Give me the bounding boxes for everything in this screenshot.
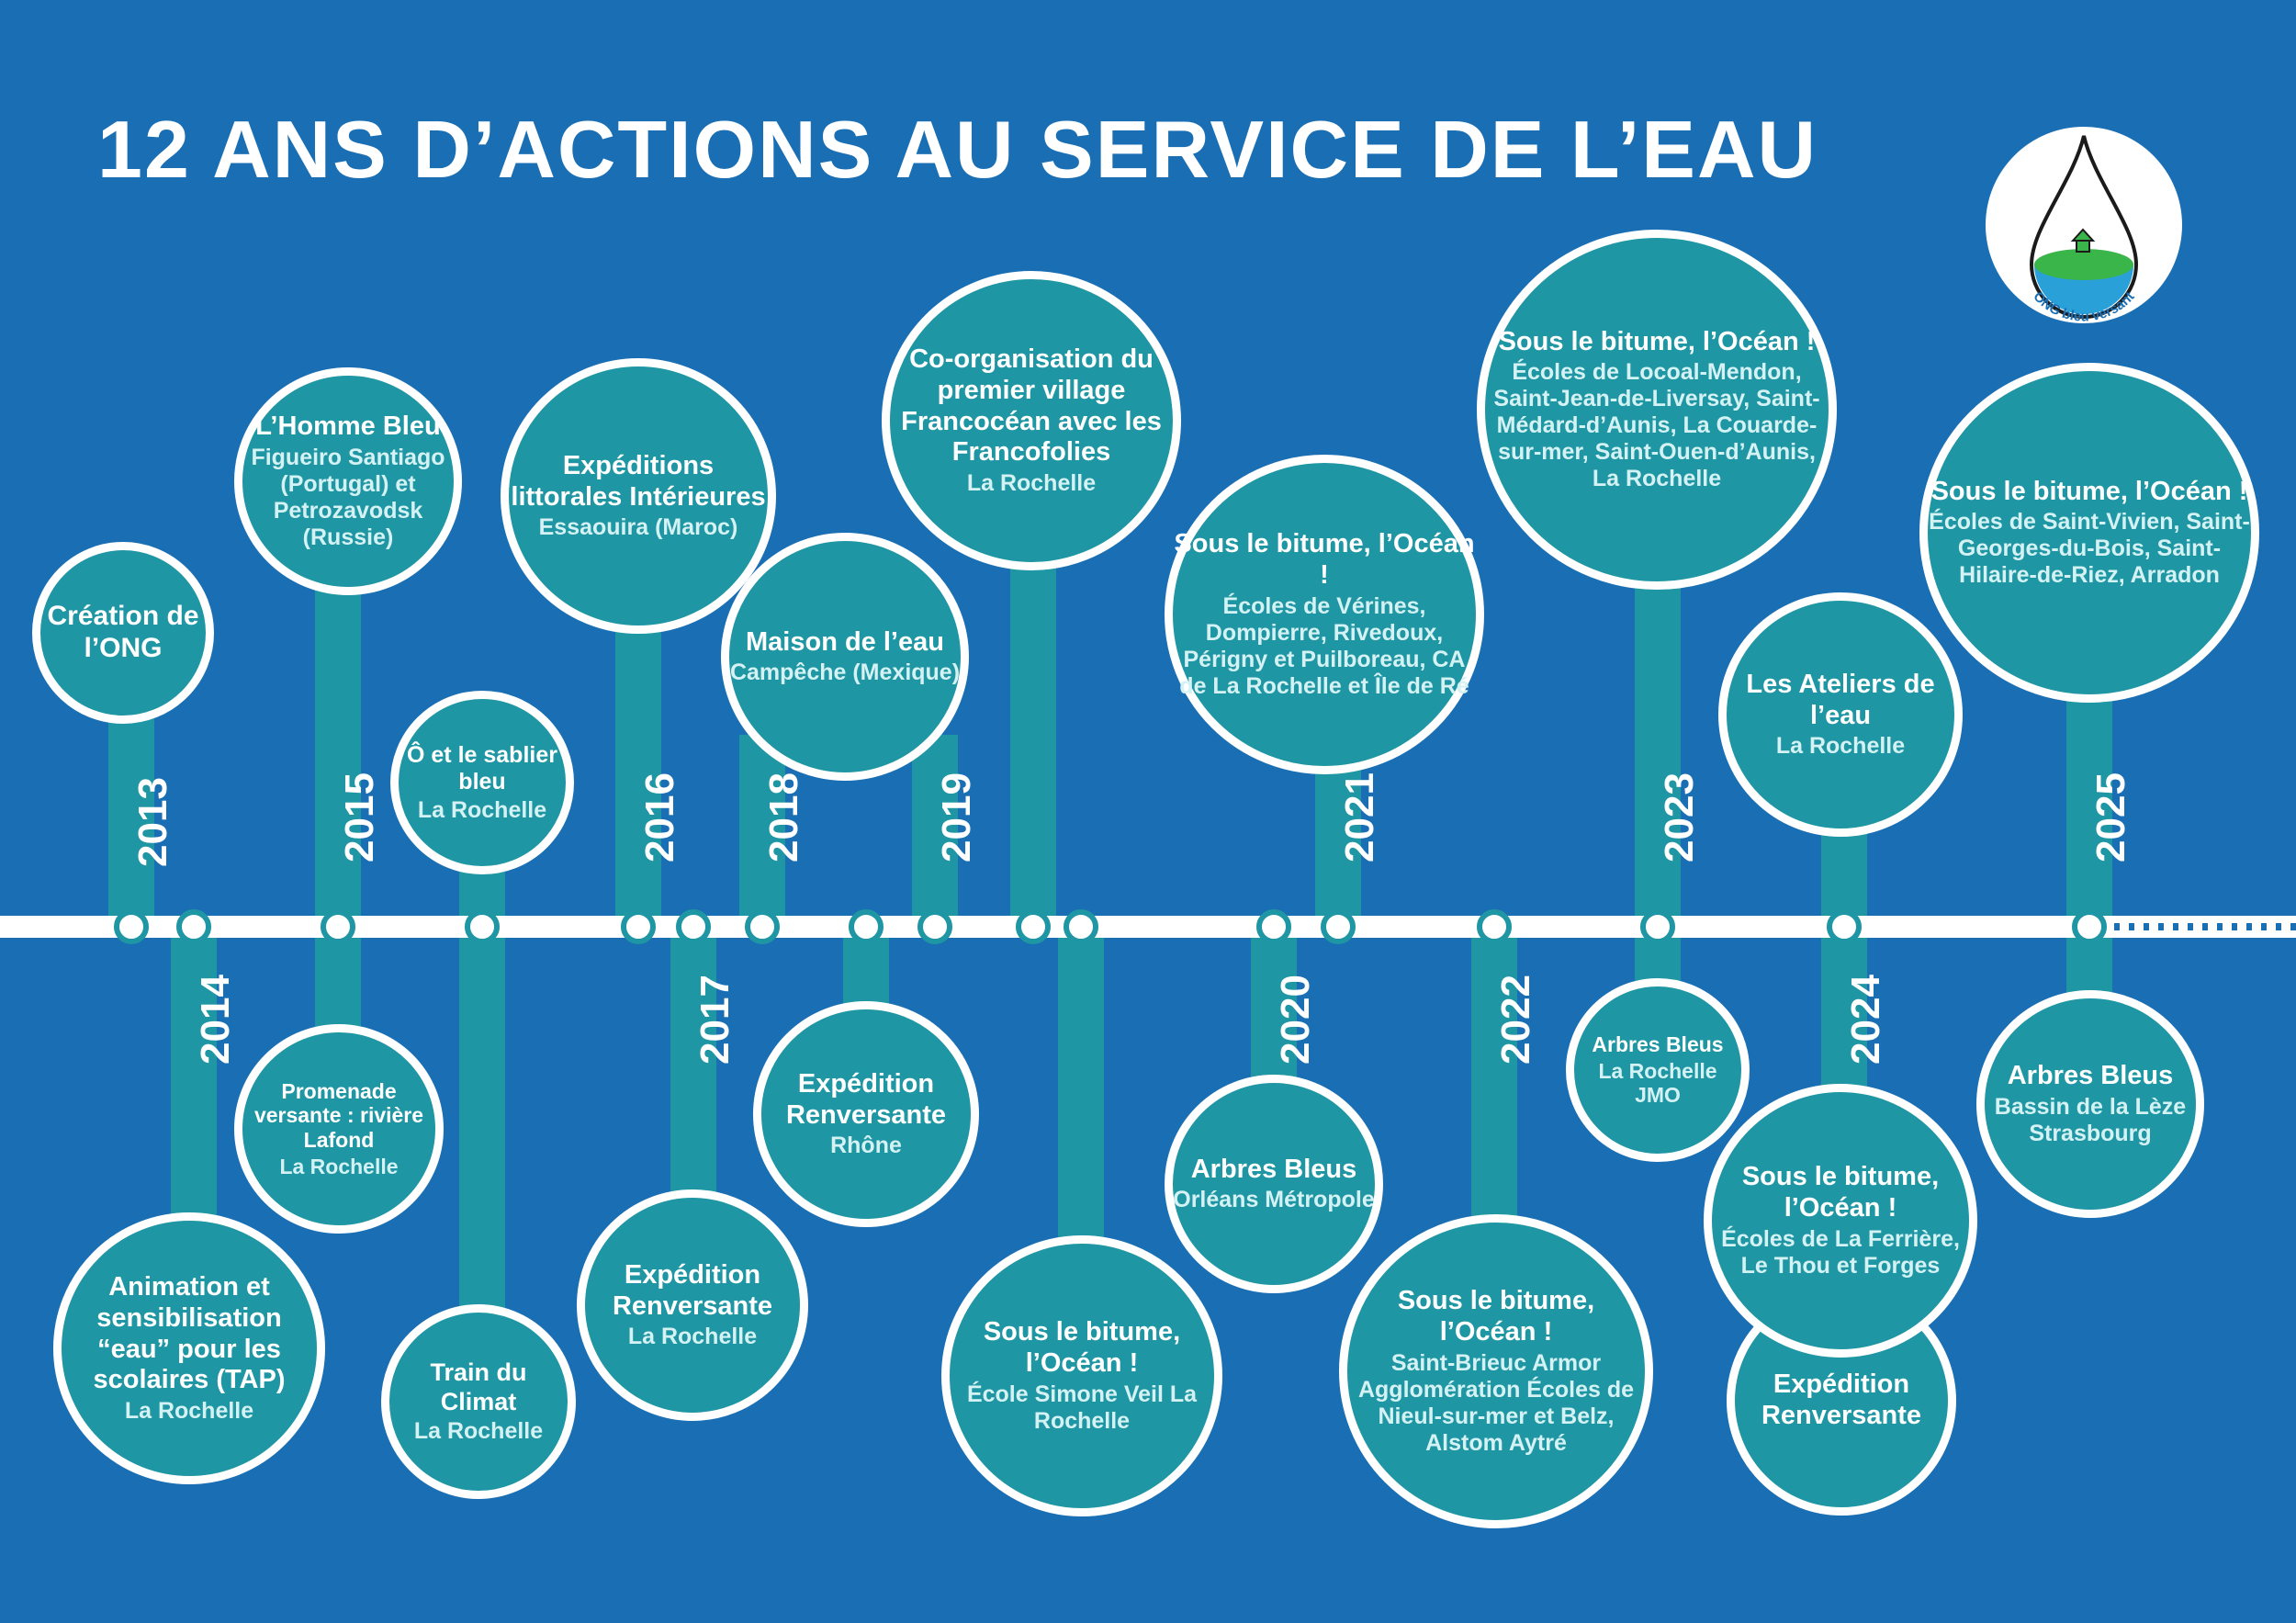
year-label-2021: 2021 bbox=[1336, 772, 1382, 862]
timeline-node bbox=[1016, 909, 1051, 944]
event-2017-expedition-renversante: Expédition Renversante La Rochelle bbox=[577, 1189, 808, 1421]
event-2016-expeditions-littorales: Expéditions littorales Intérieures Essao… bbox=[501, 358, 776, 634]
timeline-node bbox=[465, 909, 500, 944]
event-2013-creation-ong: Création de l’ONG bbox=[32, 542, 214, 724]
year-label-2023: 2023 bbox=[1656, 772, 1702, 862]
stem-2015-top bbox=[315, 588, 361, 928]
timeline-node bbox=[849, 909, 884, 944]
stem-2019-left bbox=[912, 735, 958, 928]
timeline-node bbox=[1477, 909, 1512, 944]
event-2015-train-climat: Train du Climat La Rochelle bbox=[381, 1304, 576, 1499]
event-2015-sablier-bleu: Ô et le sablier bleu La Rochelle bbox=[390, 691, 574, 874]
stem-2014 bbox=[171, 928, 217, 1231]
event-2018-maison-eau: Maison de l’eau Campêche (Mexique) bbox=[721, 533, 969, 781]
event-2015-homme-bleu: L’Homme Bleu Figueiro Santiago (Portugal… bbox=[234, 367, 462, 595]
year-label-2022: 2022 bbox=[1492, 975, 1538, 1065]
event-2023-arbres-bleus: Arbres Bleus La Rochelle JMO bbox=[1566, 978, 1750, 1162]
timeline-node bbox=[321, 909, 355, 944]
stem-2013 bbox=[108, 698, 154, 928]
water-drop-icon: ONG bleu versant bbox=[2029, 135, 2139, 324]
stem-2019-top bbox=[1010, 551, 1056, 928]
timeline-node bbox=[1321, 909, 1356, 944]
timeline-node bbox=[1256, 909, 1291, 944]
event-2023-sous-le-bitume: Sous le bitume, l’Océan ! Écoles de Loco… bbox=[1477, 230, 1837, 590]
event-2024-sous-le-bitume: Sous le bitume, l’Océan ! Écoles de La F… bbox=[1704, 1084, 1977, 1358]
timeline-node bbox=[1640, 909, 1675, 944]
year-label-2019: 2019 bbox=[933, 772, 979, 862]
event-2018-expedition-rhone: Expédition Renversante Rhône bbox=[753, 1001, 979, 1227]
stem-2018-top bbox=[739, 735, 785, 928]
page-title: 12 ANS D’ACTIONS AU SERVICE DE L’EAU bbox=[97, 104, 1818, 195]
event-2025-arbres-bleus: Arbres Bleus Bassin de la Lèze Strasbour… bbox=[1976, 990, 2204, 1218]
event-2015-promenade-versante: Promenade versante : rivière Lafond La R… bbox=[234, 1024, 444, 1234]
stem-2023-top bbox=[1635, 579, 1681, 928]
timeline-axis bbox=[0, 916, 2296, 938]
stem-2025-top bbox=[2066, 680, 2112, 928]
event-2021-sous-le-bitume: Sous le bitume, l’Océan ! Écoles de Véri… bbox=[1165, 455, 1484, 774]
stem-2024-bottom bbox=[1821, 928, 1867, 1111]
year-label-2020: 2020 bbox=[1272, 975, 1318, 1065]
event-2025-sous-le-bitume: Sous le bitume, l’Océan ! Écoles de Sain… bbox=[1919, 363, 2259, 703]
year-label-2015: 2015 bbox=[336, 772, 382, 862]
year-label-2013: 2013 bbox=[129, 777, 175, 867]
stem-2022 bbox=[1471, 928, 1517, 1240]
timeline-node bbox=[1827, 909, 1862, 944]
timeline-node bbox=[1064, 909, 1098, 944]
stem-2016 bbox=[615, 588, 661, 928]
timeline-node bbox=[745, 909, 780, 944]
stem-2017 bbox=[670, 928, 716, 1203]
event-2019-sous-le-bitume: Sous le bitume, l’Océan ! École Simone V… bbox=[941, 1235, 1222, 1516]
timeline-node bbox=[176, 909, 211, 944]
year-label-2024: 2024 bbox=[1842, 975, 1888, 1065]
ong-logo: ONG bleu versant bbox=[1986, 127, 2182, 324]
event-2014-animation-tap: Animation et sensibilisation “eau” pour … bbox=[53, 1212, 325, 1484]
timeline-node bbox=[621, 909, 656, 944]
timeline-arrow-dashes bbox=[2085, 923, 2296, 930]
year-label-2017: 2017 bbox=[692, 975, 737, 1065]
timeline-node bbox=[2072, 909, 2107, 944]
event-2020-arbres-bleus: Arbres Bleus Orléans Métropole bbox=[1165, 1075, 1383, 1293]
event-2024-ateliers-eau: Les Ateliers de l’eau La Rochelle bbox=[1718, 592, 1963, 837]
stem-2019-bottom bbox=[1058, 928, 1104, 1295]
year-label-2014: 2014 bbox=[192, 975, 238, 1065]
timeline-node bbox=[114, 909, 149, 944]
year-label-2018: 2018 bbox=[760, 772, 806, 862]
year-label-2025: 2025 bbox=[2088, 772, 2133, 862]
timeline-node bbox=[676, 909, 711, 944]
stem-2015-train bbox=[459, 928, 505, 1313]
year-label-2016: 2016 bbox=[636, 772, 682, 862]
event-2022-sous-le-bitume: Sous le bitume, l’Océan ! Saint-Brieuc A… bbox=[1339, 1214, 1653, 1528]
timeline-node bbox=[917, 909, 952, 944]
event-2019-francocean: Co-organisation du premier village Franc… bbox=[882, 271, 1181, 570]
